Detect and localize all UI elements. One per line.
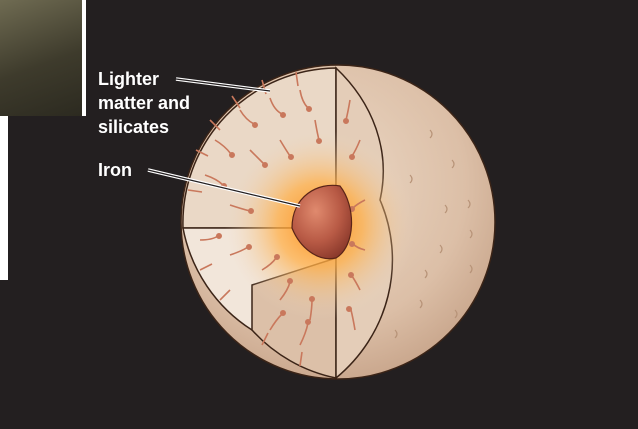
label-iron: Iron	[98, 158, 132, 182]
label-lighter-matter: Lighter matter and silicates	[98, 67, 190, 139]
label-lighter-line3: silicates	[98, 115, 190, 139]
label-lighter-line2: matter and	[98, 91, 190, 115]
label-lighter-line1: Lighter	[98, 67, 190, 91]
